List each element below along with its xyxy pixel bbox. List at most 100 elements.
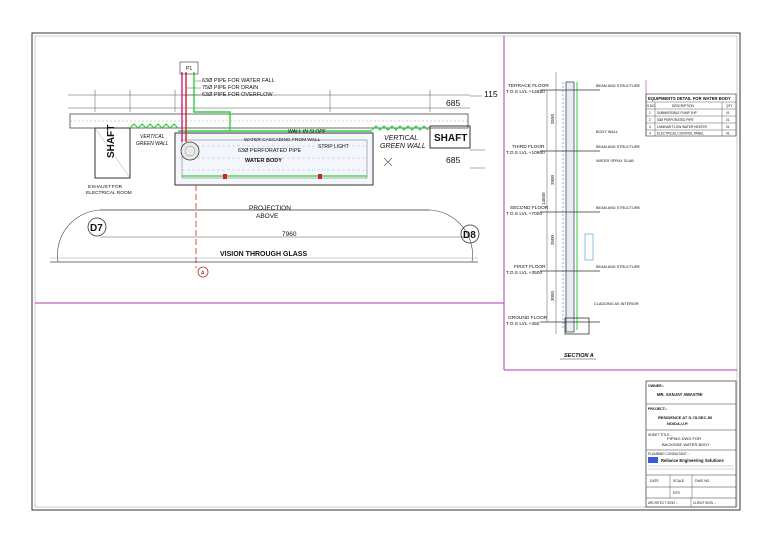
table-cell: 2 bbox=[649, 118, 651, 122]
table-cell: 01 bbox=[726, 132, 730, 136]
floor-second-name: SECOND FLOOR bbox=[510, 205, 549, 211]
project-line-2: NOIDA,U.P. bbox=[667, 421, 688, 426]
vision-label: VISION THROUGH GLASS bbox=[220, 251, 307, 258]
table-cell: 01 bbox=[726, 111, 730, 115]
consultant-label: PLUMBING CONSULTANT :- bbox=[648, 452, 689, 456]
floor-terrace-name: TERRACE FLOOR bbox=[508, 83, 549, 89]
table-cell: 1 bbox=[649, 111, 651, 115]
section-callout: BODY WALL bbox=[596, 130, 618, 134]
floor-first-name: FIRST FLOOR bbox=[514, 264, 546, 270]
exhaust-label-2: ELECTRICAL ROOM bbox=[86, 190, 132, 196]
projection-label-1: PROJECTION bbox=[249, 205, 291, 212]
overall-dim: 7960 bbox=[282, 231, 297, 238]
floor-second-level: T.O.S LVL +7000 bbox=[506, 211, 542, 217]
pipe-tag: P1 bbox=[186, 66, 192, 72]
fitting-icon bbox=[223, 174, 227, 179]
shaft-right-label: SHAFT bbox=[434, 133, 467, 144]
section-dim-total: 14550 bbox=[541, 192, 546, 205]
floor-third-name: THIRD FLOOR bbox=[512, 144, 545, 150]
section-dim: 3500 bbox=[550, 234, 555, 245]
shaft-left-box bbox=[94, 127, 131, 179]
scale-label: SCALE bbox=[673, 479, 685, 483]
green-wall-right-label-1: VERTICAL bbox=[384, 135, 418, 142]
section-basin bbox=[564, 317, 590, 335]
owner-name: MR. SANJAY AWASTHI bbox=[657, 392, 702, 397]
fitting-icon bbox=[318, 174, 322, 179]
title-block: OWNER:- MR. SANJAY AWASTHI PROJECT:- RES… bbox=[645, 380, 737, 508]
grid-label-d8: D8 bbox=[463, 230, 476, 241]
water-body-label: WATER BODY bbox=[245, 158, 282, 164]
table-cell: LAMINAR FLOW WATER HEATER bbox=[657, 125, 708, 129]
section-callout: WATER SPRAY SLAB bbox=[596, 159, 634, 163]
project-label: PROJECT:- bbox=[648, 407, 668, 411]
table-cell: 01 bbox=[726, 118, 730, 122]
section-view: TERRACE FLOOR T.O.S LVL +14650 THIRD FLO… bbox=[506, 72, 641, 360]
pipe-label-overflow: 63Ø PIPE FOR OVERFLOW bbox=[202, 92, 273, 98]
green-wall-right bbox=[371, 125, 429, 131]
grid-label-d7: D7 bbox=[90, 223, 103, 234]
water-cascading-label: WATER CASCADING FROM WALL bbox=[244, 137, 321, 143]
dim-top-right: 685 bbox=[446, 98, 460, 108]
section-callout: CLADDING AS INTERIOR bbox=[594, 302, 639, 306]
section-dim: 3050 bbox=[550, 290, 555, 301]
table-header: QTY bbox=[726, 104, 733, 108]
owner-label: OWNER:- bbox=[648, 384, 665, 388]
sheet-title-line-1: PIPING DWG FOR bbox=[667, 436, 701, 441]
client-sign: CLIENT SIGN :- bbox=[693, 501, 716, 505]
green-wall-right-label-2: GREEN WALL bbox=[380, 143, 426, 150]
green-wall-left bbox=[129, 123, 179, 129]
sheet-title-label: SHEET TITLE :- bbox=[648, 433, 672, 437]
floor-ground-level: T.O.S LVL +450 bbox=[506, 321, 540, 327]
table-cell: 01 bbox=[726, 125, 730, 129]
section-marker-label: A bbox=[201, 271, 205, 277]
green-wall-left-label-1: VERTICAL bbox=[140, 134, 165, 140]
equipment-table: EQUIPMENTS DETAIL FOR WATER BODY S.NO. D… bbox=[645, 93, 737, 137]
table-cell: SUBMERSIBLE PUMP 1HP bbox=[657, 111, 697, 115]
date-label: DATE bbox=[650, 479, 660, 483]
table-cell: 3 bbox=[649, 125, 651, 129]
table-header: DESCRIPTION bbox=[672, 104, 694, 108]
dim-mid-right: 685 bbox=[446, 155, 460, 165]
floor-terrace-level: T.O.S LVL +14650 bbox=[506, 89, 545, 95]
grid-bubble-d7 bbox=[87, 217, 107, 237]
floor-ground-name: GROUND FLOOR bbox=[508, 315, 548, 321]
exhaust-label-1: EXHAUST FOR bbox=[88, 184, 123, 190]
grid-bubble-d8 bbox=[460, 224, 480, 244]
table-header: S.NO. bbox=[647, 104, 656, 108]
section-wall bbox=[565, 81, 575, 333]
sheet-title-line-2: BACKSIDE WATER BODY bbox=[662, 442, 710, 447]
section-callout: BEAM AND STRUCTURE bbox=[596, 84, 641, 88]
pipe-label-waterfall: 63Ø PIPE FOR WATER FALL bbox=[202, 78, 275, 84]
waterfall-pipe bbox=[193, 72, 231, 131]
table-cell: 4 bbox=[649, 132, 651, 136]
section-callout: BEAM AND STRUCTURE bbox=[596, 145, 641, 149]
perforated-pipe-label: 63Ø PERFORATED PIPE bbox=[238, 148, 301, 154]
floor-third-level: T.O.S LVL +10900 bbox=[506, 150, 545, 156]
consultant-name: Reliance Engineering Solutions bbox=[661, 458, 724, 463]
section-marker bbox=[197, 266, 209, 278]
scale-value: NTS bbox=[673, 491, 681, 495]
section-callout: BEAM AND STRUCTURE bbox=[596, 265, 641, 269]
section-title: SECTION A bbox=[564, 353, 594, 359]
section-callout: BEAM AND STRUCTURE bbox=[596, 206, 641, 210]
plan-view: SHAFT SHAFT P1 63Ø PIPE FOR WATER FALL 7… bbox=[50, 61, 498, 278]
shaft-left-label: SHAFT bbox=[106, 125, 117, 158]
section-dim: 3550 bbox=[550, 113, 555, 124]
project-line-1: RESIDENCE AT D-78,SEC-50 bbox=[658, 415, 713, 420]
sheet-border bbox=[31, 32, 741, 511]
shaft-right-box bbox=[429, 125, 471, 149]
floor-first-level: T.O.S LVL +3500 bbox=[506, 270, 542, 276]
strip-light-label: STRIP LIGHT bbox=[318, 144, 349, 150]
dim-top-right-2: 115 bbox=[484, 89, 498, 99]
table-cell: 63Ø PERFORATED PIPE bbox=[657, 118, 694, 122]
table-cell: ELECTRICAL CONTROL PANEL bbox=[657, 132, 704, 136]
equipment-title: EQUIPMENTS DETAIL FOR WATER BODY bbox=[648, 96, 731, 101]
pipe-label-drain: 75Ø PIPE FOR DRAIN bbox=[202, 85, 258, 91]
green-wall-left-label-2: GREEN WALL bbox=[136, 141, 169, 147]
pump-icon bbox=[180, 141, 200, 161]
section-dim: 3900 bbox=[550, 174, 555, 185]
consultant-logo bbox=[648, 457, 658, 463]
projection-label-2: ABOVE bbox=[256, 213, 279, 220]
dwg-label: DWG NO. bbox=[695, 479, 710, 483]
